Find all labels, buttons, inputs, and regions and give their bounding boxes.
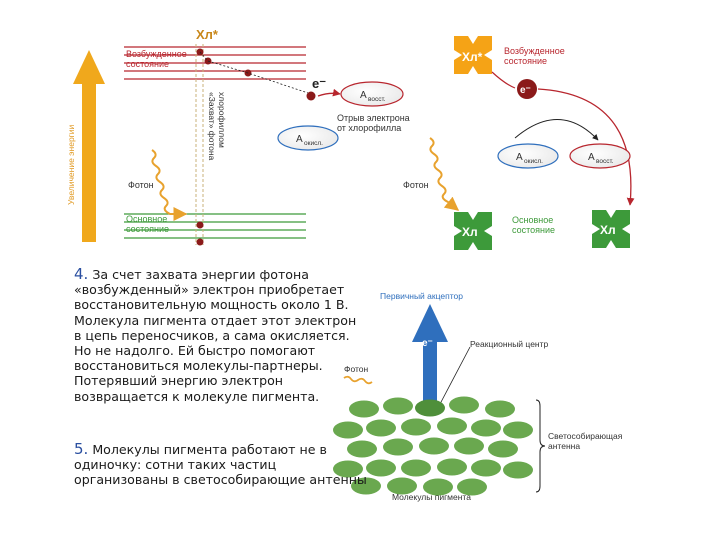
paragraph-5-number: 5. <box>74 440 89 458</box>
svg-text:Хл: Хл <box>462 225 478 239</box>
photon-wave-right <box>429 137 460 211</box>
acceptor-oxidized-left: А окисл. <box>277 125 339 151</box>
acceptor-oxidized-right: А окисл. <box>497 143 559 169</box>
electron-to-ground-arrow <box>537 88 635 206</box>
pigment-molecules-label: Молекулы пигмента <box>392 492 471 502</box>
ground-state-label-right-2: состояние <box>512 225 555 235</box>
primary-acceptor-label: Первичный акцептор <box>380 291 463 301</box>
pigment-molecule <box>457 478 487 496</box>
antenna-label-1: Светособирающая <box>548 431 623 441</box>
excited-state-band-left <box>124 46 306 80</box>
pigment-molecule <box>503 421 533 439</box>
paragraph-4: 4. За счет захвата энергии фотона «возбу… <box>74 265 357 404</box>
pigment-molecule <box>454 437 484 455</box>
ground-state-label-left-1: Основное <box>126 214 167 224</box>
excited-state-label-left-1: Возбужденное <box>126 49 187 59</box>
svg-text:восст.: восст. <box>368 96 386 103</box>
chl-excited-badge: Хл* <box>454 36 492 74</box>
capture-label-1: «Захват» фотона <box>207 92 217 161</box>
capture-label-2: хлорофиллом <box>217 92 227 148</box>
excited-state-label-left-2: состояние <box>126 59 169 69</box>
pigment-molecule <box>471 459 501 477</box>
pigment-molecule <box>503 461 533 479</box>
pigment-molecules <box>333 396 533 496</box>
svg-text:Хл: Хл <box>600 223 616 237</box>
energy-axis: Увеличение энергии <box>66 50 105 242</box>
electron-loss-label-1: Отрыв электрона <box>337 113 410 123</box>
pigment-molecule <box>366 419 396 437</box>
excited-to-electron-arrow <box>491 71 516 89</box>
svg-text:А: А <box>588 152 595 163</box>
paragraph-5: 5. Молекулы пигмента работают не в одино… <box>74 440 367 488</box>
redox-arrow <box>514 119 599 141</box>
pigment-molecule <box>437 417 467 435</box>
pigment-molecule <box>349 400 379 418</box>
pigment-molecule <box>387 477 417 495</box>
pigment-molecule <box>383 438 413 456</box>
acceptor-reduced-left: А восст. <box>340 81 404 107</box>
electron-dot <box>196 238 204 246</box>
ground-state-band-left <box>124 213 306 239</box>
energy-arrow-head <box>73 50 105 84</box>
chl-ground-badge: Хл <box>454 212 492 250</box>
pigment-molecule <box>366 459 396 477</box>
photon-wave-antenna <box>343 375 373 385</box>
chl-excited-label: Хл* <box>196 27 219 42</box>
excited-state-label-right-1: Возбужденное <box>504 46 565 56</box>
electron-path <box>196 48 316 246</box>
pigment-molecule <box>351 477 381 495</box>
pigment-molecule <box>437 458 467 476</box>
paragraph-4-number: 4. <box>74 265 89 283</box>
pigment-molecule <box>471 419 501 437</box>
reaction-center-pointer <box>439 346 471 405</box>
photon-label-right: Фотон <box>403 180 429 190</box>
pigment-molecule <box>383 397 413 415</box>
antenna-label-2: антенна <box>548 441 580 451</box>
svg-text:восст.: восст. <box>596 158 614 165</box>
electron-blue-label: е⁻ <box>422 338 433 349</box>
electron-blue-arrow: е⁻ <box>412 304 448 412</box>
electron-loss-label-2: от хлорофилла <box>337 123 401 133</box>
reaction-center-molecule <box>415 399 445 417</box>
svg-text:А: А <box>296 134 303 145</box>
svg-text:окисл.: окисл. <box>304 140 323 147</box>
pigment-molecule <box>419 437 449 455</box>
photon-label-left: Фотон <box>128 180 154 190</box>
excited-state-label-right-2: состояние <box>504 56 547 66</box>
chl-ground-badge-right: Хл <box>592 210 630 248</box>
energy-axis-label: Увеличение энергии <box>66 124 76 205</box>
svg-text:е⁻: е⁻ <box>520 85 531 96</box>
reaction-center-label: Реакционный центр <box>470 339 549 349</box>
ground-state-label-right-1: Основное <box>512 215 553 225</box>
electron-badge: е⁻ <box>517 79 537 99</box>
pigment-molecule <box>333 421 363 439</box>
pigment-molecule <box>401 418 431 436</box>
energy-arrow-shaft <box>82 82 96 242</box>
photon-wave-left <box>151 149 188 221</box>
svg-text:А: А <box>516 152 523 163</box>
electron-dot <box>196 221 204 229</box>
ground-state-label-left-2: состояние <box>126 224 169 234</box>
svg-text:окисл.: окисл. <box>524 158 543 165</box>
pigment-molecule <box>449 396 479 414</box>
pigment-molecule <box>401 459 431 477</box>
acceptor-reduced-right: А восст. <box>569 143 631 169</box>
antenna-brace <box>535 399 546 493</box>
svg-text:А: А <box>360 90 367 101</box>
electron-dot-free <box>306 91 316 101</box>
pigment-molecule <box>333 460 363 478</box>
electron-to-acceptor-arrow <box>317 88 341 97</box>
pigment-molecule <box>485 400 515 418</box>
pigment-molecule <box>347 440 377 458</box>
electron-label: е⁻ <box>312 76 326 91</box>
pigment-molecule <box>423 478 453 496</box>
pigment-molecule <box>488 440 518 458</box>
photon-label-antenna: Фотон <box>344 364 369 374</box>
svg-text:Хл*: Хл* <box>462 50 483 64</box>
